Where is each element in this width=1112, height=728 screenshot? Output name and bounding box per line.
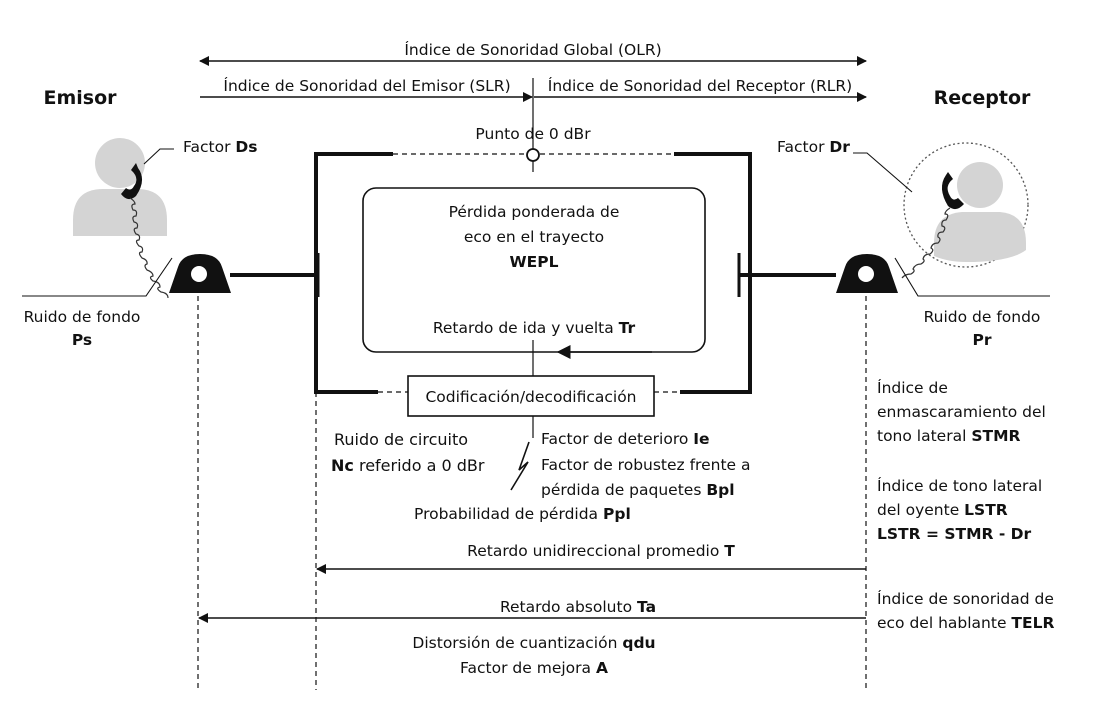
- sender-cord: [129, 197, 169, 299]
- olr-label: Índice de Sonoridad Global (OLR): [404, 40, 661, 59]
- receiver-person-icon: [934, 162, 1026, 262]
- receiver-room-circle: [903, 142, 1029, 268]
- sender-noise-label: Ruido de fondo: [24, 308, 141, 326]
- receiver-cord: [901, 207, 951, 279]
- stmr-line2: enmascaramiento del: [877, 403, 1046, 421]
- bpl-line1: Factor de robustez frente a: [541, 456, 751, 474]
- lstr-line2: del oyente LSTR: [877, 501, 1008, 519]
- sender-factor-label: Factor Ds: [183, 138, 257, 156]
- circuit-noise-line2: Nc referido a 0 dBr: [331, 456, 485, 475]
- lstr-formula: LSTR = STMR - Dr: [877, 525, 1032, 543]
- bpl-line2: pérdida de paquetes Bpl: [541, 481, 735, 499]
- receiver-factor-label: Factor Dr: [777, 138, 850, 156]
- wepl-line1: Pérdida ponderada de: [449, 203, 620, 221]
- telr-line1: Índice de sonoridad de: [877, 589, 1054, 608]
- receiver-title: Receptor: [934, 87, 1031, 109]
- ie-label: Factor de deterioro Ie: [541, 430, 710, 448]
- telr-line2: eco del hablante TELR: [877, 614, 1054, 632]
- receiver-noise-code: Pr: [972, 331, 991, 349]
- slr-label: Índice de Sonoridad del Emisor (SLR): [223, 76, 510, 95]
- codec-label: Codificación/decodificación: [425, 388, 636, 406]
- a-label: Factor de mejora A: [460, 659, 608, 677]
- wepl-code: WEPL: [510, 253, 559, 271]
- receiver-handset-icon: [941, 172, 964, 210]
- ta-label: Retardo absoluto Ta: [500, 598, 656, 616]
- zero-dbr-label: Punto de 0 dBr: [475, 125, 591, 143]
- circuit-noise-line1: Ruido de circuito: [334, 430, 468, 449]
- stmr-line1: Índice de: [877, 378, 948, 397]
- sender-person-icon: [73, 138, 167, 236]
- lightning-bolt-icon: [510, 441, 530, 491]
- lstr-line1: Índice de tono lateral: [877, 476, 1042, 495]
- wepl-line2: eco en el trayecto: [464, 228, 604, 246]
- tr-label: Retardo de ida y vuelta Tr: [433, 319, 636, 337]
- network-frame: [230, 152, 836, 394]
- codec-box: [407, 375, 655, 417]
- wepl-box: [362, 187, 706, 353]
- rlr-label: Índice de Sonoridad del Receptor (RLR): [548, 76, 852, 95]
- qdu-label: Distorsión de cuantización qdu: [412, 634, 655, 652]
- receiver-noise-label: Ruido de fondo: [924, 308, 1041, 326]
- receiver-phone-icon: [836, 254, 898, 293]
- zero-dbr-point: [526, 148, 540, 162]
- sender-noise-code: Ps: [72, 331, 92, 349]
- sender-phone-icon: [169, 254, 231, 293]
- stmr-line3: tono lateral STMR: [877, 427, 1020, 445]
- t-label: Retardo unidireccional promedio T: [467, 542, 735, 560]
- sender-handset-icon: [121, 163, 143, 200]
- sender-title: Emisor: [43, 87, 117, 109]
- ppl-label: Probabilidad de pérdida Ppl: [414, 505, 631, 523]
